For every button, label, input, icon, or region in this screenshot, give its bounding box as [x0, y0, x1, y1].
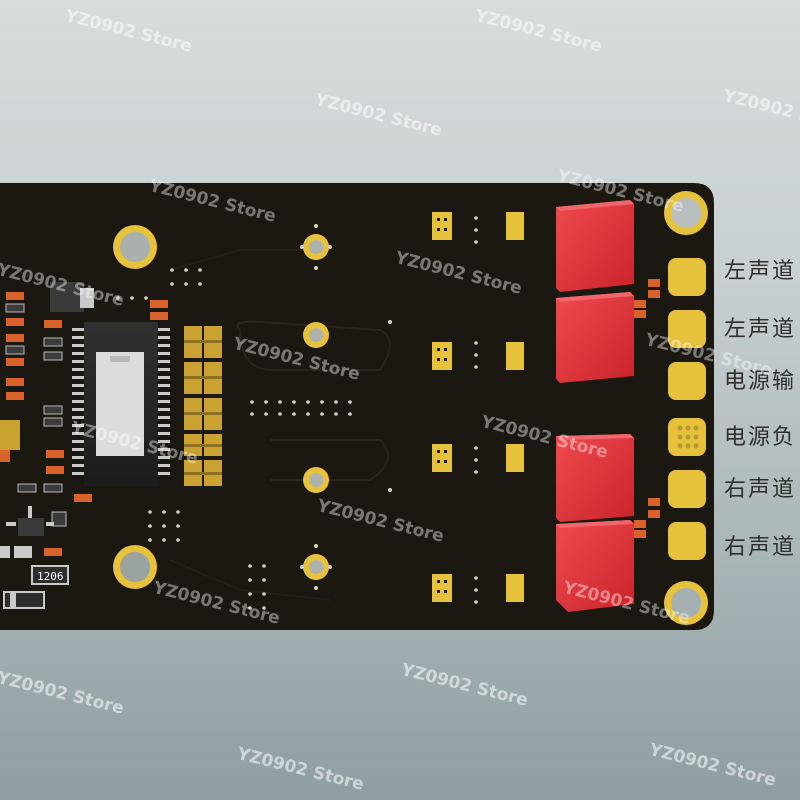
pin-label-power-negative: 电源负 [724, 425, 797, 450]
pin-label-left-channel-2: 左声道 [724, 317, 797, 342]
red-capacitor [556, 520, 634, 612]
pin-label-left-channel-1: 左声道 [724, 259, 797, 284]
red-capacitor [556, 434, 634, 522]
amplifier-chip [72, 322, 170, 486]
pin-label-power-input: 电源输 [724, 369, 797, 394]
via-pads [303, 234, 329, 580]
pin-label-right-channel-2: 右声道 [724, 535, 797, 560]
output-pads [668, 258, 706, 560]
smd-resistors [634, 279, 660, 538]
red-capacitor [556, 292, 634, 383]
mounting-hole [113, 545, 157, 589]
mounting-hole [664, 581, 708, 625]
red-capacitor [556, 200, 634, 292]
mounting-hole [664, 191, 708, 235]
pin-label-right-channel-1: 右声道 [724, 477, 797, 502]
via-dots [116, 216, 478, 610]
mounting-hole [113, 225, 157, 269]
component-marking: 1206 [37, 570, 64, 583]
pcb-outline [0, 183, 714, 630]
left-smd-parts [0, 282, 168, 609]
